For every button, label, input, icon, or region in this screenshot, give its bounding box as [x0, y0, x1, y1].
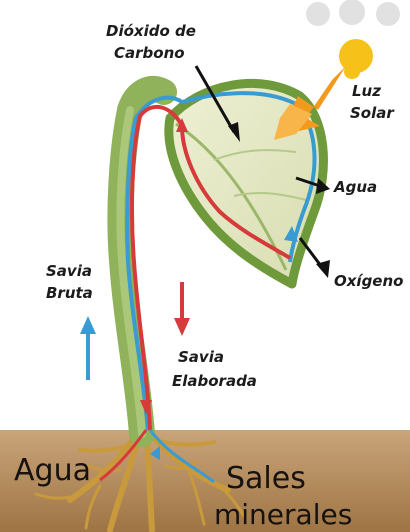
sun-icon [339, 39, 373, 79]
elaborated-sap-arrow [174, 282, 190, 336]
raw-sap-label-line1: Savia [46, 262, 92, 280]
elaborated-sap-label-line1: Savia [178, 348, 224, 366]
cloud-decoration [306, 0, 400, 26]
oxygen-label: Oxígeno [334, 272, 403, 290]
light-label-line2: Solar [350, 104, 395, 122]
co2-label-line2: Carbono [114, 44, 185, 62]
raw-sap-arrow [80, 316, 96, 380]
elaborated-sap-label-line2: Elaborada [172, 372, 257, 390]
minerals-label-line2: minerales [214, 498, 352, 531]
minerals-label-line1: Sales [226, 461, 306, 496]
oxygen-arrow [300, 238, 330, 278]
water-leaf-label: Agua [333, 178, 377, 196]
light-label-line1: Luz [352, 82, 381, 100]
water-soil-label: Agua [14, 453, 91, 488]
co2-label-line1: Dióxido de [106, 22, 196, 40]
raw-sap-label-line2: Bruta [46, 284, 93, 302]
